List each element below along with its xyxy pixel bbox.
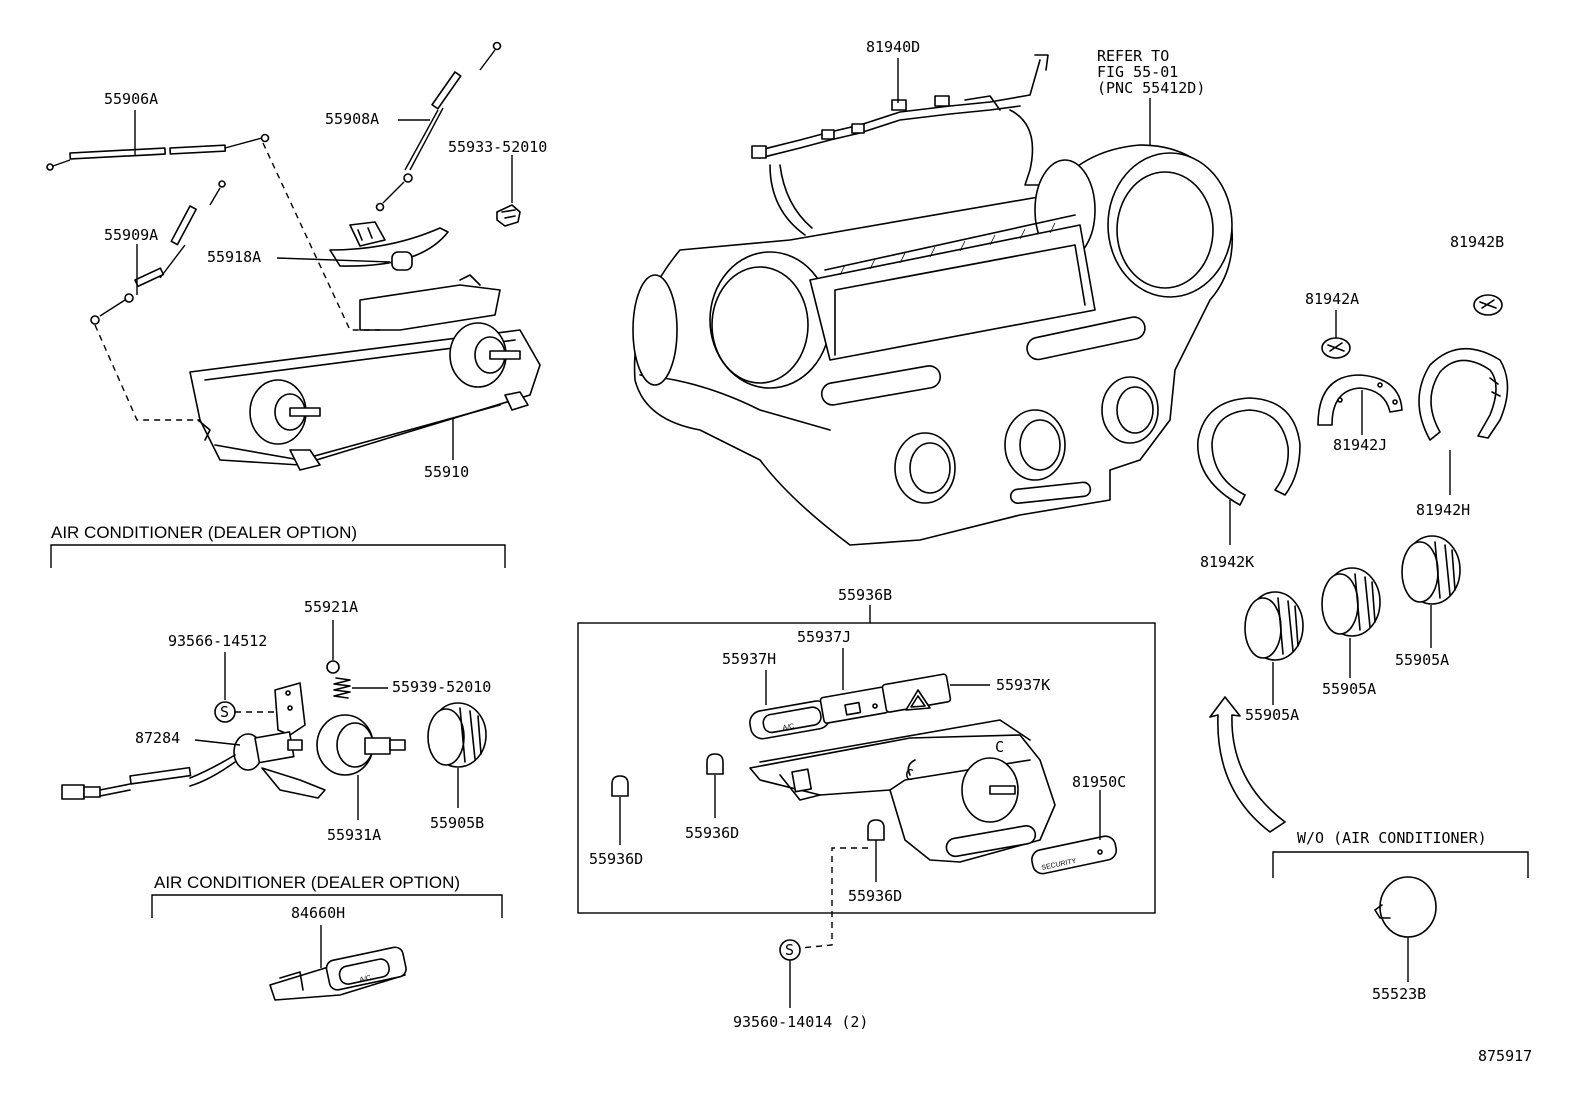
label-55936D-left: 55936D: [589, 850, 643, 868]
label-55937K: 55937K: [996, 676, 1050, 694]
label-refer-to: REFER TO: [1097, 47, 1169, 65]
knob-55905A-middle: [1321, 567, 1381, 637]
label-55921A: 55921A: [304, 598, 358, 616]
label-55523B: 55523B: [1372, 985, 1426, 1003]
svg-text:S: S: [785, 941, 794, 959]
clip-81942B: [1473, 294, 1503, 316]
clip-81942A: [1321, 337, 1351, 359]
cable-55906A: [46, 133, 270, 171]
spring-55939: [333, 677, 351, 699]
label-87284: 87284: [135, 729, 180, 747]
scale-81942H: [1418, 347, 1509, 441]
label-55933-52010: 55933-52010: [448, 138, 547, 156]
label-55905A-right: 55905A: [1395, 651, 1449, 669]
section-wo-ac: W/O (AIR CONDITIONER): [1297, 829, 1487, 847]
label-55936D-mid: 55936D: [685, 824, 739, 842]
figure-number: 875917: [1478, 1047, 1532, 1065]
screw-symbol-2: S: [779, 939, 801, 961]
label-81940D: 81940D: [866, 38, 920, 56]
label-93560-14014: 93560-14014 (2): [733, 1013, 868, 1031]
svg-text:C: C: [905, 766, 914, 784]
label-55906A: 55906A: [104, 90, 158, 108]
cable-55909A: [90, 180, 226, 325]
svg-text:A/C: A/C: [782, 723, 795, 732]
label-93566-14512: 93566-14512: [168, 632, 267, 650]
label-55937H: 55937H: [722, 650, 776, 668]
knob-55905A-left: [1244, 591, 1304, 661]
label-55905B: 55905B: [430, 814, 484, 832]
hazard-switch-55937K: [881, 673, 952, 713]
control-assy-55910: [189, 274, 541, 471]
switch-55931A: [316, 714, 406, 776]
label-55909A: 55909A: [104, 226, 158, 244]
svg-text:C: C: [995, 738, 1004, 756]
ac-switch-55937H: A/C: [749, 700, 831, 740]
section-ac-dealer-option-1: AIR CONDITIONER (DEALER OPTION): [51, 523, 357, 542]
hole-cover-55523B: [1374, 876, 1437, 938]
label-81950C: 81950C: [1072, 773, 1126, 791]
label-55936D-right: 55936D: [848, 887, 902, 905]
label-55937J: 55937J: [797, 628, 851, 646]
scale-81942K: [1197, 397, 1301, 506]
bulb-55936D-left: [611, 775, 629, 797]
label-81942A: 81942A: [1305, 290, 1359, 308]
label-81942J: 81942J: [1333, 436, 1387, 454]
label-55918A: 55918A: [207, 248, 261, 266]
security-indicator-81950C: SECURITY: [1031, 835, 1118, 875]
label-81942K: 81942K: [1200, 553, 1254, 571]
label-84660H: 84660H: [291, 904, 345, 922]
label-refer-fig: FIG 55-01: [1097, 63, 1178, 81]
label-55939-52010: 55939-52010: [392, 678, 491, 696]
svg-text:A/C: A/C: [359, 975, 372, 984]
svg-text:S: S: [220, 703, 229, 721]
harness-81940D: [751, 54, 1049, 236]
label-55908A: 55908A: [325, 110, 379, 128]
bulb-55936D-right: [867, 819, 885, 841]
knob-55905A-right: [1401, 535, 1461, 605]
label-81942H: 81942H: [1416, 501, 1470, 519]
label-55936B: 55936B: [838, 586, 892, 604]
knob-55905B: [427, 702, 487, 768]
cable-55908A: [375, 41, 502, 212]
scale-81942J: [1317, 374, 1403, 426]
section-ac-dealer-option-2: AIR CONDITIONER (DEALER OPTION): [154, 873, 460, 892]
arrow-assembly-direction: [1209, 696, 1286, 833]
ac-switch-84660H: A/C: [269, 946, 407, 1001]
label-55905A-left: 55905A: [1245, 706, 1299, 724]
label-55910: 55910: [424, 463, 469, 481]
label-55905A-middle: 55905A: [1322, 680, 1376, 698]
label-81942B: 81942B: [1450, 233, 1504, 251]
lever-55918A: [329, 221, 449, 271]
bulb-55936D-mid: [706, 753, 724, 775]
switch-panel-assy: C C: [749, 719, 1056, 863]
defog-switch-55937J: [819, 686, 889, 724]
blower-switch-87284: [61, 682, 326, 800]
screw-symbol-1: S: [214, 701, 236, 723]
label-refer-pnc: (PNC 55412D): [1097, 79, 1205, 97]
bezel-assy: [632, 144, 1234, 546]
label-55931A: 55931A: [327, 826, 381, 844]
switch-group-box: [577, 622, 1156, 914]
clip-55933: [496, 204, 521, 227]
